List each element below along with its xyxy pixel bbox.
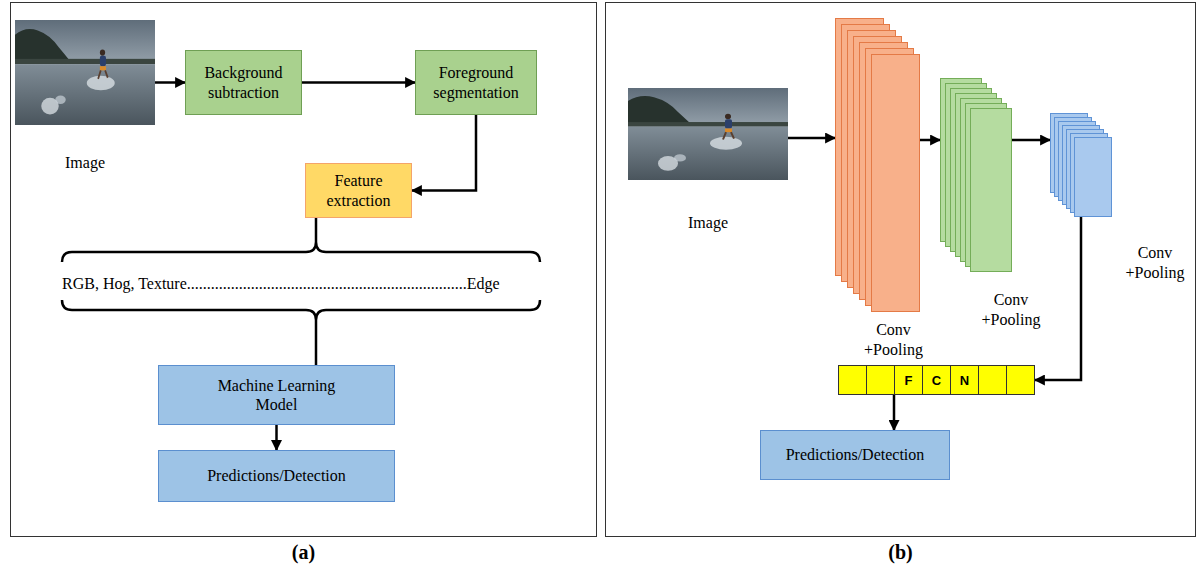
fully-connected-layer: FCN — [838, 365, 1035, 395]
layer-label: Conv +Pooling — [975, 290, 1047, 330]
box-label: Foreground segmentation — [424, 63, 528, 101]
box-label: Predictions/Detection — [786, 445, 925, 464]
figure-panel: (b)ImageConv +PoolingConv +PoolingConv +… — [605, 2, 1196, 537]
process-box: Foreground segmentation — [415, 50, 537, 115]
process-box: Feature extraction — [305, 163, 412, 218]
flow-arrow — [788, 137, 835, 140]
box-label: Background subtraction — [194, 63, 293, 101]
bracket-stub — [315, 320, 318, 365]
layer-letter: C — [932, 373, 941, 388]
feature-list: RGB, Hog, Texture.......................… — [62, 274, 500, 293]
stack-outline — [835, 18, 920, 312]
flow-arrow — [893, 395, 896, 430]
box-label: Machine Learning Model — [207, 376, 347, 414]
feature-bracket — [62, 215, 540, 365]
panel-label: (b) — [871, 540, 931, 565]
layer-label: Conv +Pooling — [1119, 243, 1191, 283]
box-label: Feature extraction — [314, 171, 403, 209]
flow-arrow — [412, 115, 476, 191]
image-caption: Image — [45, 153, 125, 173]
feature-map-stack: Conv +Pooling — [835, 18, 920, 312]
process-box: Background subtraction — [185, 50, 302, 115]
feature-map-layer — [1075, 138, 1112, 217]
curly-brace — [62, 300, 540, 320]
layer-cell: C — [923, 366, 951, 394]
layer-cell — [839, 366, 867, 394]
flow-arrow — [1035, 217, 1081, 380]
photo-image — [15, 20, 155, 125]
panel-label: (a) — [274, 540, 334, 565]
figure-panel: (a)ImageBackground subtractionForeground… — [10, 2, 597, 537]
layer-cell — [867, 366, 895, 394]
curly-brace — [62, 242, 540, 262]
layer-cell — [1007, 366, 1034, 394]
feature-map-stack: Conv +Pooling — [940, 78, 1012, 272]
layer-letter: N — [960, 373, 969, 388]
layer-label: Conv +Pooling — [858, 320, 930, 360]
flow-arrow — [302, 81, 415, 84]
flow-arrow — [275, 425, 278, 450]
image-thumbnail: Image — [628, 88, 788, 180]
feature-map-layer — [971, 109, 1012, 272]
flow-arrow — [1012, 139, 1050, 142]
layer-cell: N — [951, 366, 979, 394]
flow-arrow — [920, 139, 940, 142]
layer-letter: F — [905, 373, 913, 388]
bracket-stub — [315, 215, 318, 242]
image-thumbnail: Image — [15, 20, 155, 125]
feature-map-layer — [872, 55, 920, 312]
flow-arrow — [155, 81, 185, 84]
photo-image — [628, 88, 788, 180]
layer-cell — [979, 366, 1007, 394]
process-box: Machine Learning Model — [158, 365, 395, 425]
layer-cell: F — [895, 366, 923, 394]
box-label: Predictions/Detection — [207, 466, 346, 485]
stack-outline — [940, 78, 1012, 272]
stack-outline — [1050, 113, 1112, 217]
process-box: Predictions/Detection — [158, 450, 395, 502]
image-caption: Image — [668, 213, 748, 233]
feature-map-stack: Conv +Pooling — [1050, 113, 1112, 217]
process-box: Predictions/Detection — [760, 430, 950, 480]
